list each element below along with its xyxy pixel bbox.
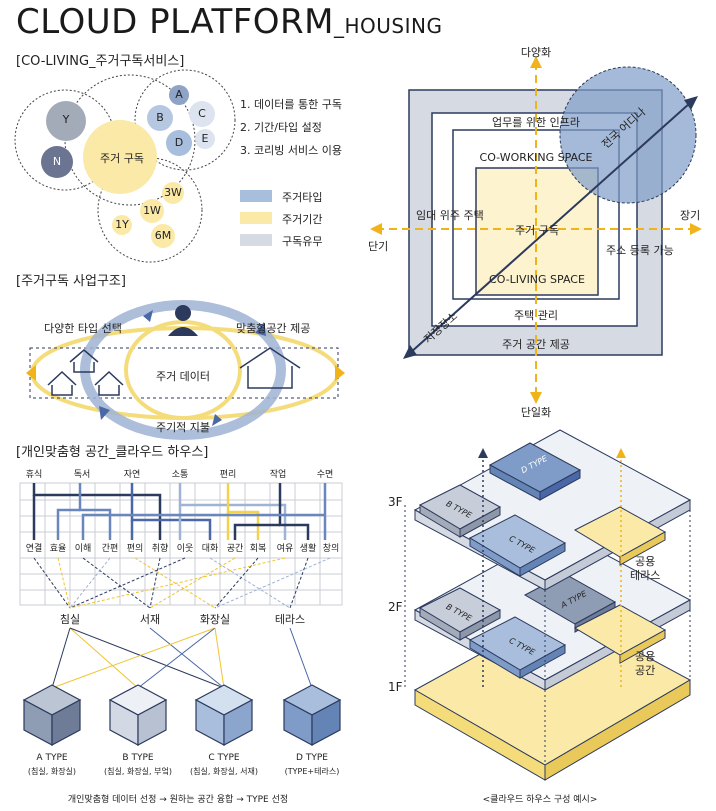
room-study: 서재 <box>139 613 161 626</box>
bubble-1w: 1W <box>143 204 161 217</box>
bubble-6m: 6M <box>154 229 172 242</box>
keyword-top: 자연 <box>123 470 141 480</box>
floor-3f-label: 3F <box>388 495 403 509</box>
bubble-1y: 1Y <box>115 218 129 231</box>
label-provide: 주거 공간 제공 <box>502 338 570 351</box>
shared-space-label: 공용 공간 <box>635 650 656 677</box>
keyword-mid: 취향 <box>151 541 169 554</box>
legend-swatch-period <box>240 212 272 224</box>
type-b-desc: (침실, 화장실, 부엌) <box>104 767 172 776</box>
keyword-mid: 창의 <box>322 541 340 554</box>
legend-swatch-type <box>240 190 272 202</box>
room-bedroom: 침실 <box>59 613 81 626</box>
keyword-mid: 간편 <box>101 541 119 554</box>
axis-top-label: 다양화 <box>520 46 552 59</box>
type-c-desc: (침실, 화장실, 서재) <box>190 767 258 776</box>
label-infra: 업무를 위한 인프라 <box>492 116 580 129</box>
keyword-top: 작업 <box>269 470 287 480</box>
keyword-top: 휴식 <box>25 470 43 480</box>
legend-label-subscription: 구독유무 <box>282 235 323 248</box>
bubble-n: N <box>52 155 62 168</box>
label-management: 주택 관리 <box>514 309 558 322</box>
step-2: 2. 기간/타입 설정 <box>240 121 322 134</box>
bubble-b: B <box>156 111 164 124</box>
type-a-name: A TYPE <box>36 753 68 763</box>
bubble-c: C <box>198 107 206 120</box>
keyword-mid: 연결 <box>25 541 43 554</box>
keyword-mid: 편의 <box>126 541 144 554</box>
business-bottom-label: 주기적 지불 <box>155 421 211 434</box>
bubble-3w: 3W <box>164 186 182 199</box>
axis-bottom-label: 단일화 <box>520 406 552 419</box>
legend-label-period: 주거기간 <box>282 213 323 226</box>
label-lease: 임대 위주 주택 <box>416 209 484 222</box>
type-a-desc: (침실, 화장실) <box>27 767 77 776</box>
legend-label-type: 주거타입 <box>282 191 323 204</box>
section-custom-title: [개인맞춤형 공간_클라우드 하우스] <box>16 445 209 460</box>
type-c-name: C TYPE <box>208 753 240 763</box>
type-d-desc: (TYPE+테라스) <box>284 767 340 776</box>
keyword-mid: 생활 <box>299 541 317 554</box>
section-business-title: [주거구독 사업구조] <box>16 274 126 289</box>
floor-2f-label: 2F <box>388 600 403 614</box>
label-address: 주소 등록 가능 <box>606 244 674 257</box>
floor-1f-label: 1F <box>388 680 403 694</box>
business-right-label: 맞춤형공간 제공 <box>236 322 311 335</box>
label-subscription: 주거 구독 <box>515 224 559 237</box>
room-bathroom: 화장실 <box>199 613 231 626</box>
keyword-mid: 공간 <box>226 541 244 554</box>
keyword-top: 독서 <box>73 470 91 480</box>
business-left-label: 다양한 타입 선택 <box>44 322 122 335</box>
keyword-top: 소통 <box>171 470 189 480</box>
type-d-name: D TYPE <box>296 753 328 763</box>
axis-left-label: 단기 <box>368 240 389 253</box>
keyword-top: 편리 <box>219 470 237 480</box>
legend-swatch-subscription <box>240 234 272 246</box>
step-3: 3. 코리빙 서비스 이용 <box>240 144 342 157</box>
keyword-mid: 효율 <box>49 541 67 554</box>
bubble-subscription: 주거 구독 <box>100 152 144 165</box>
bubble-y: Y <box>62 113 70 126</box>
axis-right-label: 장기 <box>680 209 701 222</box>
page-title: CLOUD PLATFORM_HOUSING <box>16 2 443 42</box>
keyword-mid: 회복 <box>249 541 267 554</box>
process-caption: 개인맞춤형 데이터 선정 → 원하는 공간 융합 → TYPE 선정 <box>67 795 289 805</box>
label-coliving: CO-LIVING SPACE <box>489 273 585 286</box>
keyword-mid: 이해 <box>74 541 92 554</box>
type-b-name: B TYPE <box>122 753 154 763</box>
keyword-mid: 이웃 <box>176 541 194 554</box>
label-coworking: CO-WORKING SPACE <box>479 151 593 164</box>
keyword-mid: 여유 <box>276 541 294 554</box>
section-coliving-title: [CO-LIVING_주거구독서비스] <box>16 54 185 69</box>
keyword-mid: 대화 <box>201 541 219 554</box>
cloud-house-caption: <클라우드 하우스 구성 예시> <box>482 795 598 805</box>
room-terrace: 테라스 <box>274 613 306 626</box>
step-1: 1. 데이터를 통한 구독 <box>240 98 342 111</box>
bubble-d: D <box>174 136 184 149</box>
business-center-label: 주거 데이터 <box>155 370 211 383</box>
keyword-top: 수면 <box>316 470 334 480</box>
shared-terrace-label: 공용 테라스 <box>630 555 661 582</box>
bubble-e: E <box>201 132 209 145</box>
bubble-a: A <box>175 88 183 101</box>
